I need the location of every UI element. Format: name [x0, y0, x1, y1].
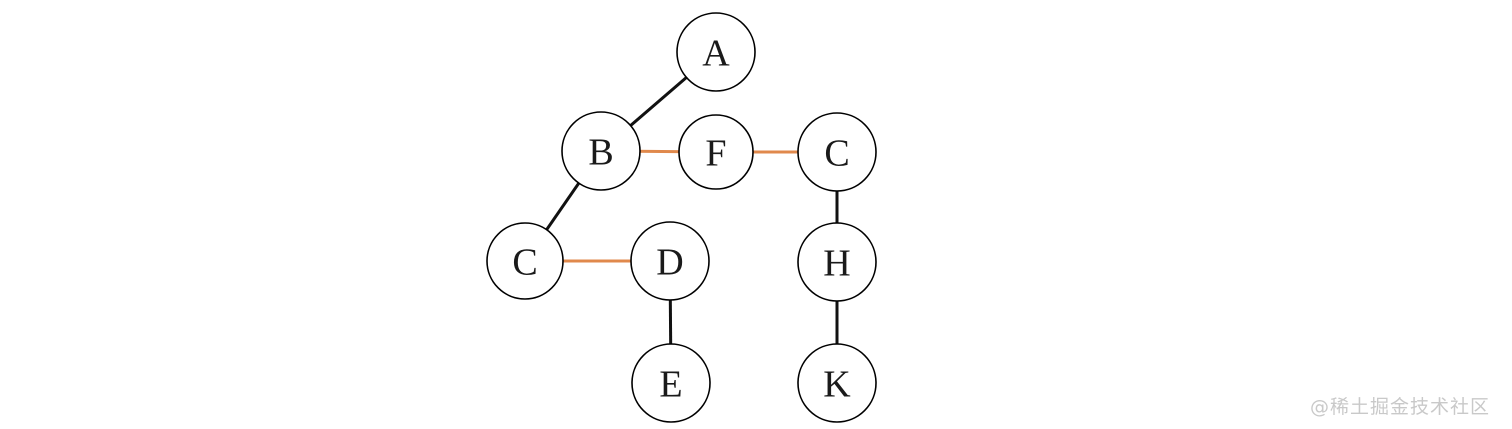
- graph-node-F: F: [678, 114, 754, 190]
- node-label-C1: C: [824, 133, 849, 175]
- node-label-A: A: [702, 33, 730, 75]
- graph-node-C1: C: [797, 112, 877, 192]
- graph-node-E: E: [631, 343, 711, 423]
- edge-layer: [523, 50, 839, 384]
- node-circle-K: [797, 343, 877, 423]
- node-circle-F: [678, 114, 754, 190]
- node-label-K: K: [823, 364, 851, 406]
- node-label-B: B: [588, 132, 613, 174]
- graph-node-C2: C: [486, 222, 564, 300]
- graph-node-A: A: [676, 12, 756, 92]
- node-label-C2: C: [512, 242, 537, 284]
- node-circle-C2: [486, 222, 564, 300]
- node-label-E: E: [659, 364, 682, 406]
- graph-node-D: D: [630, 221, 710, 301]
- node-circle-C1: [797, 112, 877, 192]
- node-circle-H: [797, 222, 877, 302]
- node-label-F: F: [705, 133, 726, 175]
- graph-node-H: H: [797, 222, 877, 302]
- graph-node-B: B: [561, 111, 641, 191]
- node-circle-D: [630, 221, 710, 301]
- watermark-text: @稀土掘金技术社区: [1309, 396, 1490, 418]
- node-label-H: H: [823, 243, 850, 285]
- node-circle-E: [631, 343, 711, 423]
- node-circle-A: [676, 12, 756, 92]
- graph-node-K: K: [797, 343, 877, 423]
- node-label-D: D: [656, 242, 683, 284]
- node-circle-B: [561, 111, 641, 191]
- node-layer: A B F C C D H E K: [486, 12, 877, 423]
